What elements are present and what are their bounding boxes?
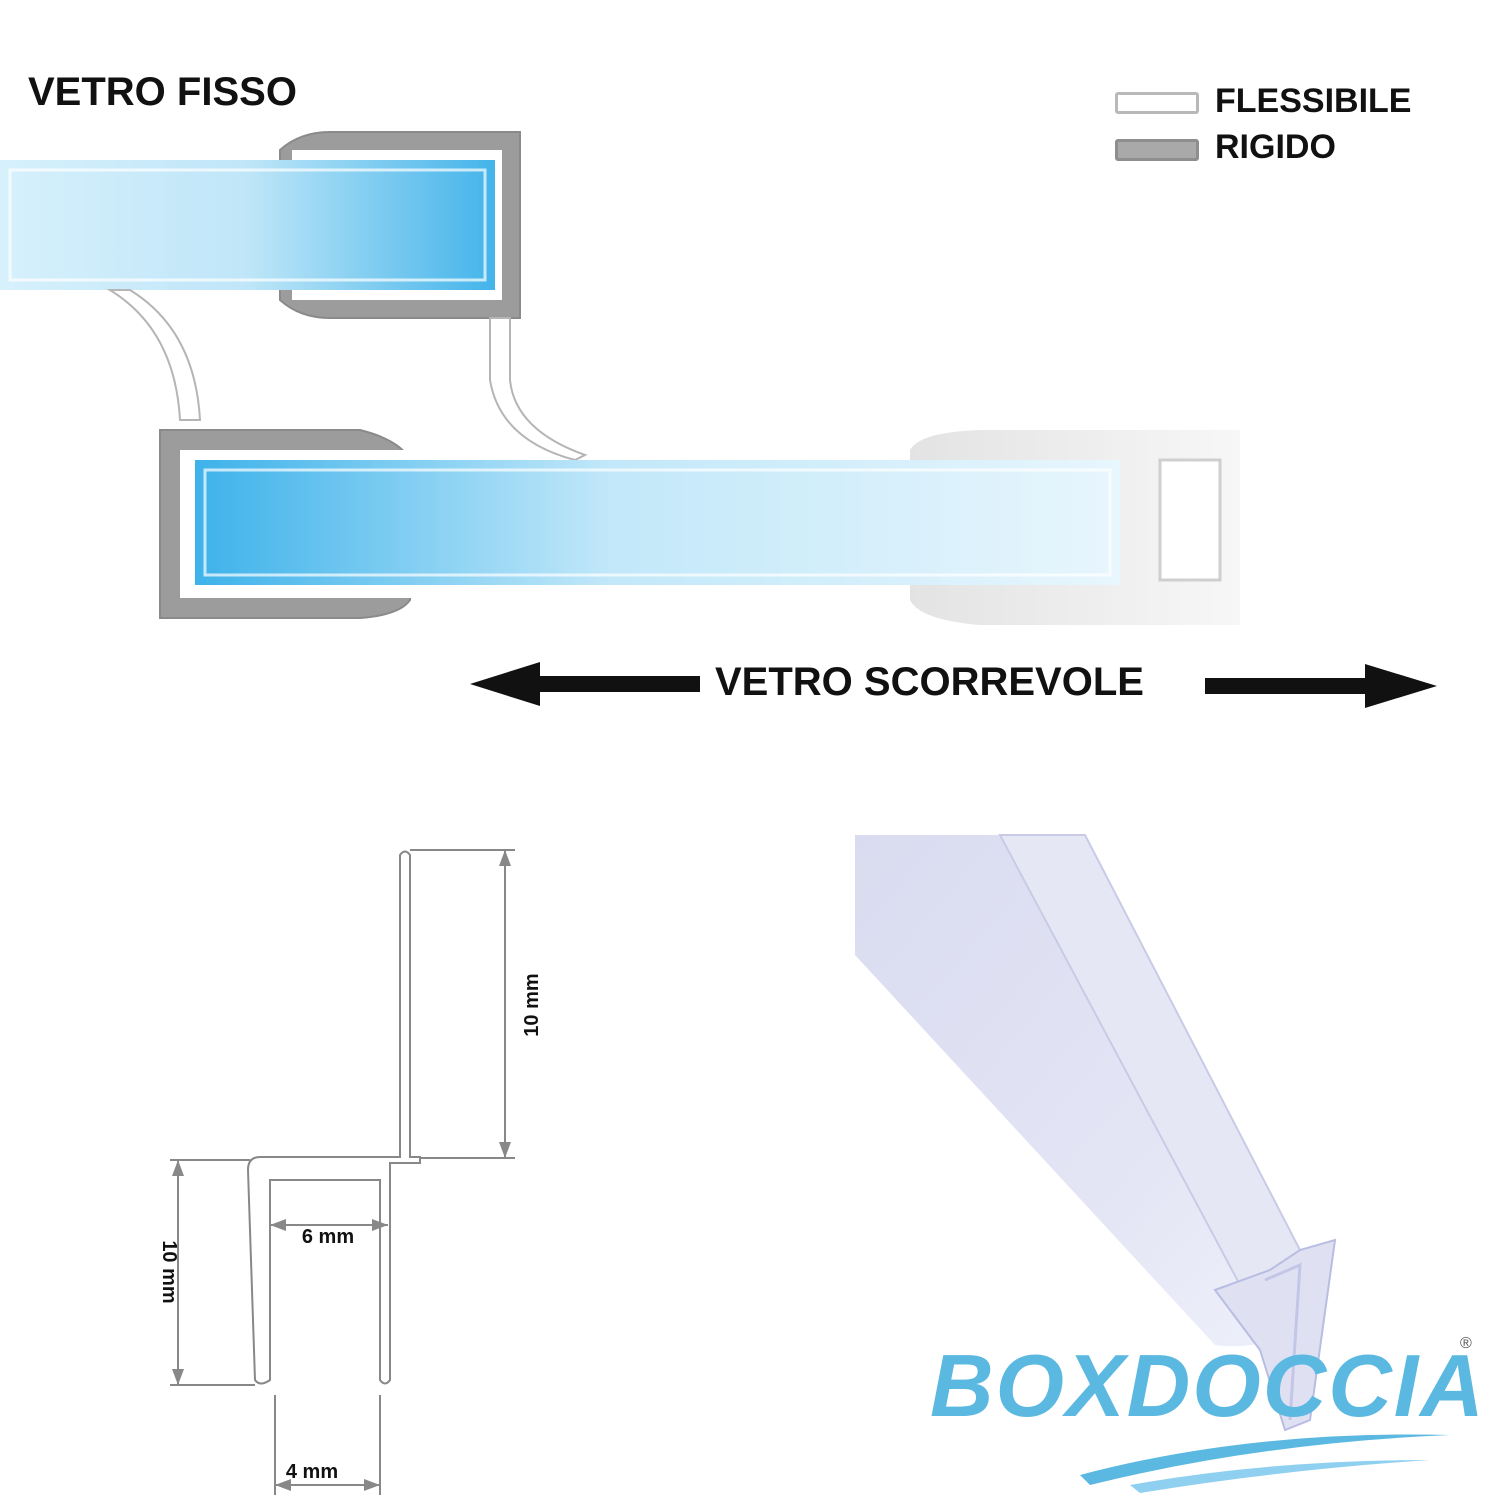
legend-rigid-label: RIGIDO: [1215, 128, 1336, 166]
legend-rigid-swatch: [1115, 139, 1199, 161]
dim-channel-height: 10 mm: [158, 1240, 180, 1303]
photo-strip-fin: [998, 834, 1301, 1292]
flexible-fin-left: [106, 289, 202, 421]
flexible-fin-right: [489, 317, 588, 462]
dim-opening-width: 4 mm: [286, 1461, 338, 1483]
sliding-glass-label: VETRO SCORREVOLE: [715, 660, 1144, 704]
fixed-glass-title: VETRO FISSO: [28, 70, 297, 114]
sliding-glass-pane: [195, 460, 1120, 585]
cross-section-diagram: [0, 131, 1437, 708]
boxdoccia-logo: BOXDOCCIA ®: [930, 1335, 1484, 1495]
legend-flexible-label: FLESSIBILE: [1215, 82, 1412, 120]
brand-registered-mark: ®: [1460, 1335, 1472, 1352]
brand-name: BOXDOCCIA: [930, 1336, 1486, 1435]
brand-wave-icon: [1080, 1434, 1450, 1493]
legend-flexible-swatch: [1115, 92, 1199, 114]
profile-outline: [246, 850, 421, 1385]
double-arrow: [470, 662, 1437, 708]
dim-inner-width: 6 mm: [302, 1226, 354, 1248]
fixed-glass-pane: [0, 160, 495, 290]
dim-upper-fin: 10 mm: [521, 973, 543, 1036]
photo-strip-body: [855, 835, 1290, 1347]
